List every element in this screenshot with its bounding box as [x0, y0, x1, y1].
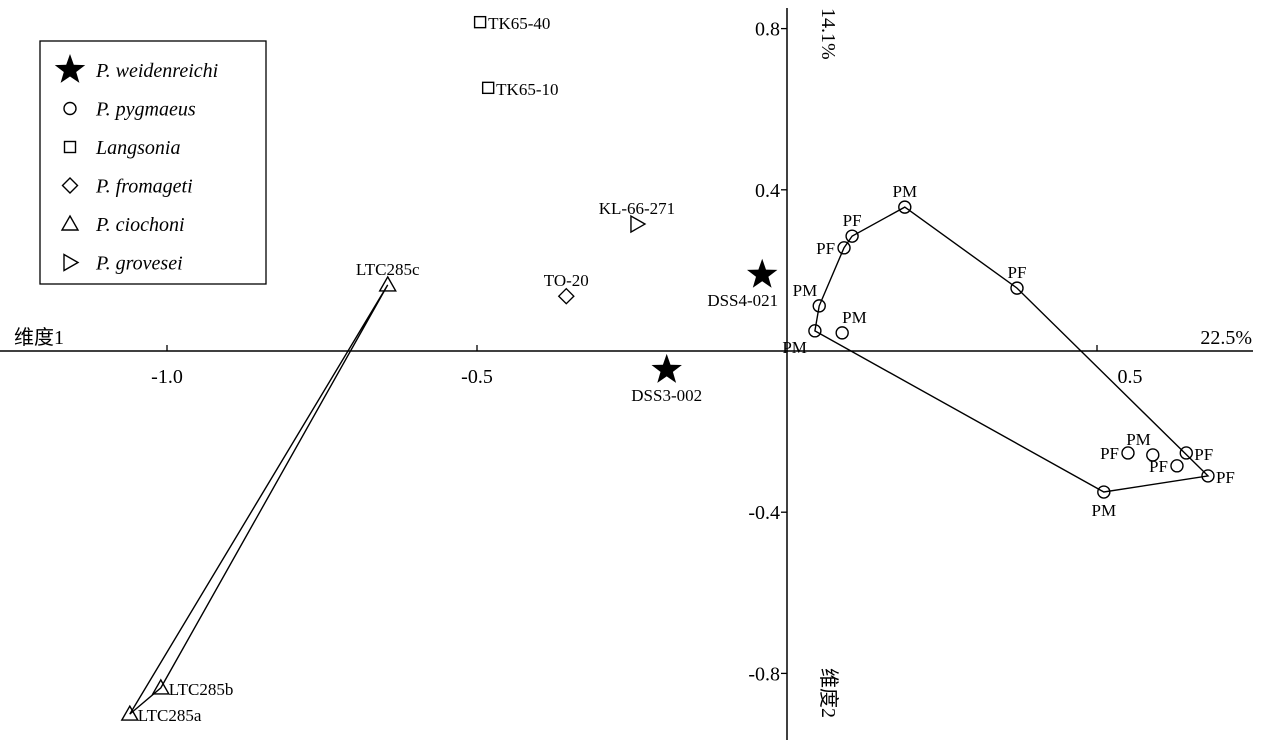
data-point — [1146, 448, 1160, 462]
legend-marker-circle — [63, 101, 77, 116]
point-label: PM — [793, 281, 818, 300]
legend-entry: P. pygmaeus — [95, 99, 196, 121]
legend-marker-diamond — [61, 177, 79, 194]
data-point — [651, 353, 682, 383]
y-tick-label: -0.8 — [748, 663, 780, 685]
data-point — [1201, 469, 1215, 483]
legend-marker-star — [54, 54, 86, 83]
data-point — [120, 704, 140, 721]
x-tick-label: 0.5 — [1118, 366, 1143, 388]
legend-marker-square — [63, 140, 77, 154]
point-label: PM — [1126, 430, 1151, 449]
data-point — [473, 15, 487, 29]
point-label: LTC285a — [138, 706, 202, 725]
data-point — [812, 299, 826, 313]
y-tick-label: 0.4 — [755, 180, 780, 202]
x-tick-label: -1.0 — [151, 366, 183, 388]
point-label: TK65-40 — [488, 14, 550, 33]
y-tick-label: 0.8 — [755, 19, 780, 41]
data-point — [481, 81, 495, 95]
data-point — [151, 678, 171, 695]
y-tick-label: -0.4 — [748, 502, 780, 524]
point-label: DSS4-021 — [707, 291, 778, 310]
y-percent-label: 14.1% — [817, 8, 839, 60]
axes: 维度1 22.5% 14.1% 维度2 — [0, 8, 1253, 740]
point-label: LTC285c — [356, 260, 420, 279]
data-point — [835, 326, 849, 340]
y-axis-label: 维度2 — [817, 668, 840, 718]
x-axis-label: 维度1 — [14, 326, 64, 349]
point-label: PF — [843, 211, 862, 230]
data-point — [1121, 446, 1135, 460]
x-tick-label: -0.5 — [461, 366, 493, 388]
data-point — [898, 200, 912, 214]
data-point — [1097, 485, 1111, 499]
legend-entry: P. grovesei — [95, 253, 183, 275]
data-point — [378, 275, 397, 292]
data-point — [837, 241, 851, 255]
data-point — [630, 214, 647, 234]
point-label: PM — [782, 338, 807, 357]
legend-entry: P. ciochoni — [95, 214, 185, 236]
legend-marker-triangle-right — [63, 253, 80, 272]
point-label: PF — [1216, 468, 1235, 487]
point-label: PF — [1194, 445, 1213, 464]
point-label: DSS3-002 — [631, 386, 702, 405]
data-point — [845, 229, 859, 243]
legend-entry: P. weidenreichi — [95, 60, 218, 82]
legend-entry: P. fromageti — [95, 176, 193, 198]
point-label: PF — [1008, 263, 1027, 282]
point-label: TO-20 — [544, 271, 589, 290]
data-point — [808, 324, 822, 338]
point-label: PF — [816, 239, 835, 258]
legend-marker-triangle — [60, 214, 80, 231]
data-point — [1179, 446, 1193, 460]
point-label: TK65-10 — [496, 80, 558, 99]
x-percent-label: 22.5% — [1200, 327, 1252, 349]
data-point — [747, 258, 778, 288]
point-label: PM — [842, 308, 867, 327]
data-point — [557, 287, 575, 305]
point-label: PM — [1092, 501, 1117, 520]
point-label: PF — [1100, 444, 1119, 463]
point-label: PF — [1149, 457, 1168, 476]
point-label: LTC285b — [169, 680, 234, 699]
convex-hull — [814, 206, 1210, 493]
data-point — [1010, 281, 1024, 295]
data-point — [1170, 459, 1184, 473]
point-label: PM — [893, 182, 918, 201]
convex-hull — [129, 284, 389, 715]
legend-entry: Langsonia — [95, 137, 180, 159]
point-label: KL-66-271 — [599, 199, 675, 218]
